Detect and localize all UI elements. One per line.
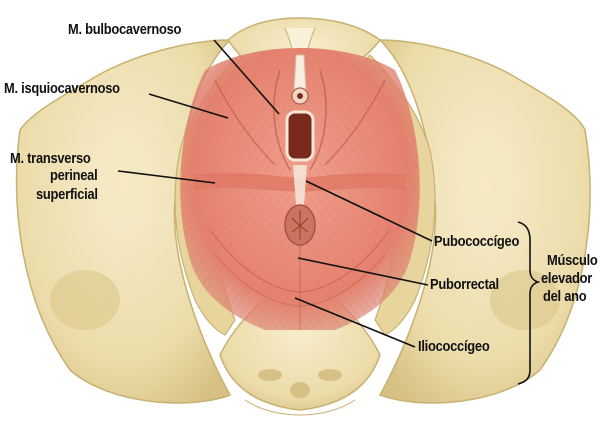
label-bulbocavernoso: M. bulbocavernoso — [68, 21, 181, 38]
label-transverso-line2: perineal — [50, 167, 97, 184]
label-transverso-line1: M. transverso — [10, 150, 91, 167]
label-puborrectal: Puborrectal — [430, 276, 499, 293]
label-isquiocavernoso: M. isquiocavernoso — [4, 80, 120, 97]
label-group-line2: elevador — [541, 270, 592, 287]
label-transverso-line3: superficial — [36, 186, 98, 203]
label-group-line1: Músculo — [547, 252, 598, 269]
label-iliococcigeo: Iliococcígeo — [418, 338, 489, 355]
label-group-line3: del ano — [543, 288, 586, 305]
label-pubococcigeo: Pubococcígeo — [434, 233, 519, 250]
